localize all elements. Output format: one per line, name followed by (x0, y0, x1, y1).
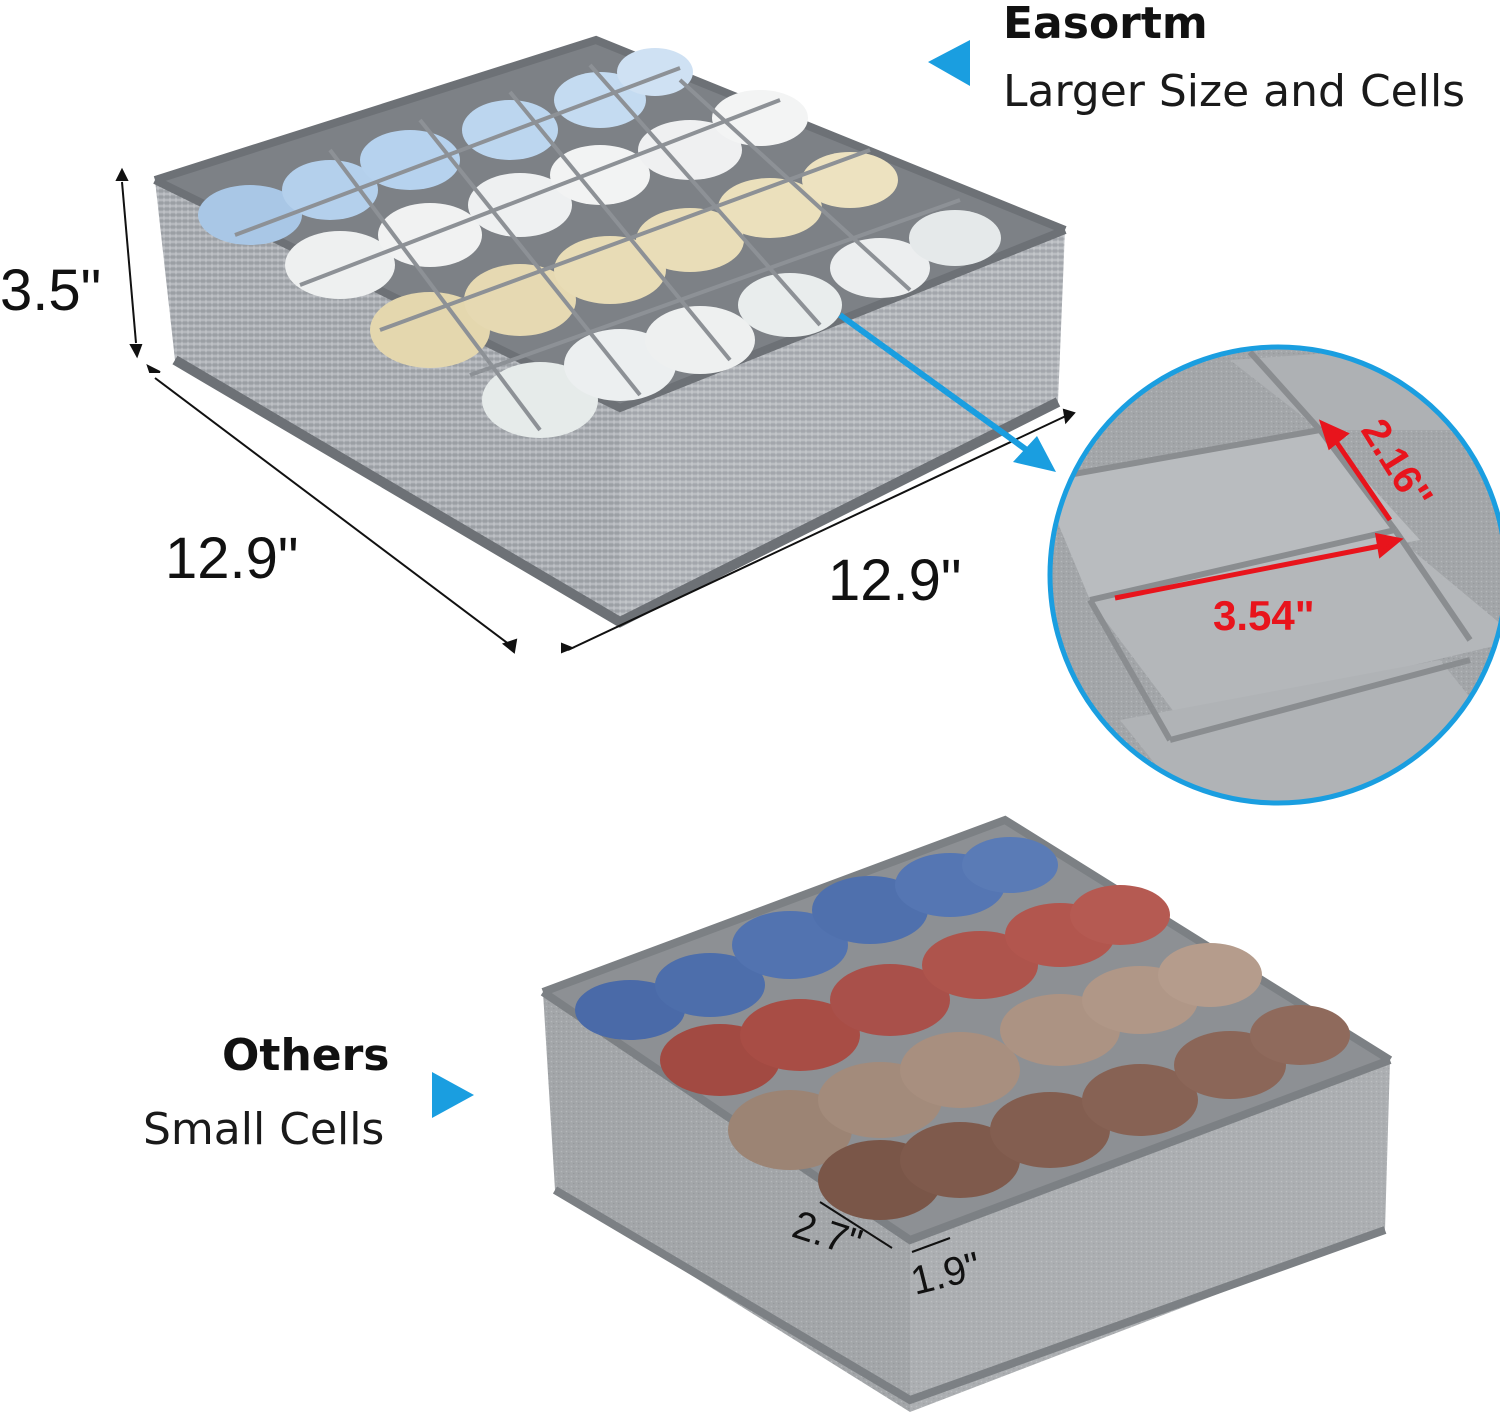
easortm-dimension-lines (115, 167, 1076, 654)
others-dimension-lines (819, 1201, 951, 1253)
cell-zoom-detail (1047, 344, 1500, 806)
others-description: Small Cells (143, 1104, 385, 1155)
depth-label: 12.9" (165, 526, 298, 591)
cell-width-label: 3.54" (1213, 592, 1315, 639)
easortm-brand-title: Easortm (1003, 0, 1208, 49)
easortm-organizer (153, 35, 1067, 628)
zoom-callout-arrow (838, 312, 1056, 472)
easortm-description: Larger Size and Cells (1003, 66, 1466, 117)
easortm-pointer-triangle (928, 40, 970, 86)
others-brand-title: Others (222, 1030, 390, 1081)
others-pointer-triangle (432, 1072, 474, 1118)
others-socks (575, 837, 1350, 1220)
others-organizer (540, 815, 1393, 1412)
width-label: 12.9" (828, 548, 961, 613)
height-label: 3.5" (0, 258, 101, 323)
